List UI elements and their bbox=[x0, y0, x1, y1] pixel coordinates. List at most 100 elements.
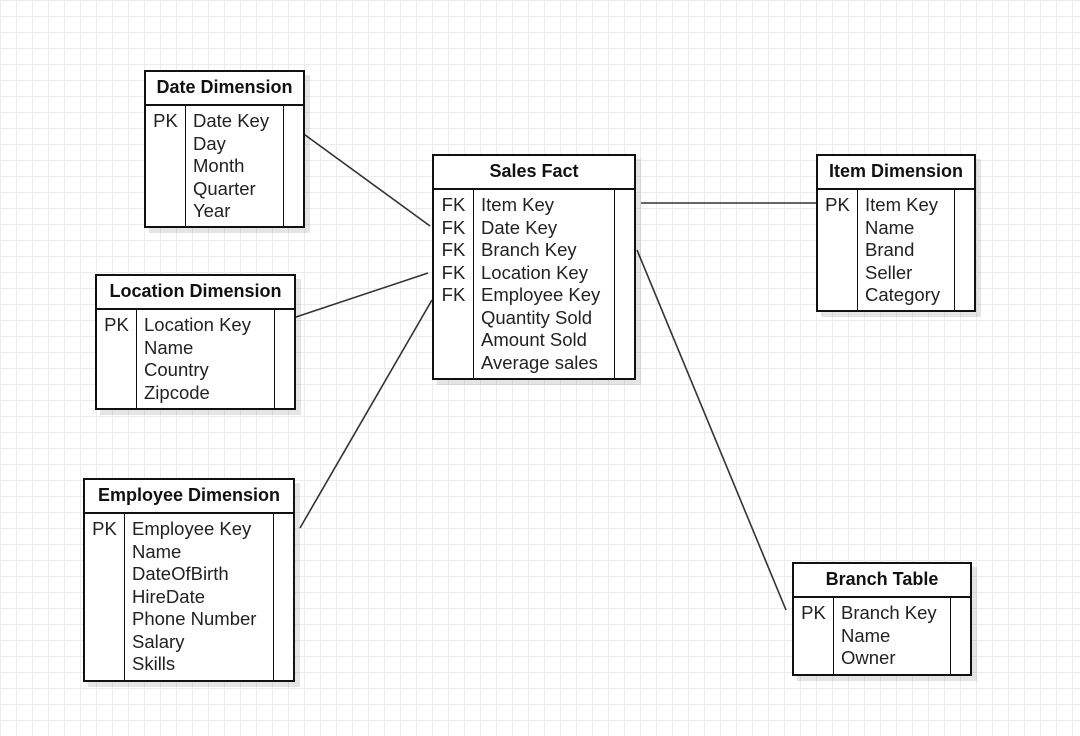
sales-fact-body: FK FK FK FK FK Item Key Date Key Branch … bbox=[434, 190, 634, 380]
key-label bbox=[146, 178, 185, 201]
location-dimension-table[interactable]: Location Dimension PK Location Key Name … bbox=[95, 274, 296, 410]
key-label: FK bbox=[441, 216, 466, 238]
key-label bbox=[794, 625, 833, 648]
key-column: PK bbox=[794, 598, 834, 676]
field-year[interactable]: Year bbox=[193, 200, 231, 221]
sales-to-branch-connector[interactable] bbox=[636, 249, 787, 611]
field-column: Location Key Name Country Zipcode bbox=[137, 310, 274, 410]
field-name[interactable]: Name bbox=[132, 540, 182, 562]
field-column: Date Key Day Month Quarter Year bbox=[186, 106, 283, 228]
field-column: Item Key Date Key Branch Key Location Ke… bbox=[474, 190, 614, 380]
key-label bbox=[434, 329, 473, 352]
key-label bbox=[146, 155, 185, 178]
field-seller[interactable]: Seller bbox=[865, 261, 913, 283]
key-label: FK bbox=[441, 194, 466, 215]
key-label: FK bbox=[441, 261, 466, 283]
field-brand[interactable]: Brand bbox=[865, 239, 915, 260]
employee-to-sales-connector[interactable] bbox=[299, 299, 433, 529]
key-column: FK FK FK FK FK bbox=[434, 190, 474, 380]
date-to-sales-connector[interactable] bbox=[300, 131, 431, 227]
key-column: PK bbox=[97, 310, 137, 410]
date-dimension-title: Date Dimension bbox=[146, 72, 303, 106]
branch-table[interactable]: Branch Table PK Branch Key Name Owner bbox=[792, 562, 972, 676]
field-name[interactable]: Name bbox=[841, 624, 891, 646]
sales-fact-table[interactable]: Sales Fact FK FK FK FK FK Item Key Date … bbox=[432, 154, 636, 380]
field-date-key[interactable]: Date Key bbox=[193, 110, 270, 131]
key-label bbox=[85, 631, 124, 654]
field-location-key[interactable]: Location Key bbox=[144, 314, 251, 335]
date-dimension-body: PK Date Key Day Month Quarter Year bbox=[146, 106, 303, 228]
date-dimension-table[interactable]: Date Dimension PK Date Key Day Month Qua… bbox=[144, 70, 305, 228]
key-label: PK bbox=[104, 314, 129, 335]
key-label bbox=[146, 200, 185, 223]
key-label: PK bbox=[92, 518, 117, 539]
key-label bbox=[97, 359, 136, 382]
key-label bbox=[818, 284, 857, 307]
key-label bbox=[85, 608, 124, 631]
field-name[interactable]: Name bbox=[865, 216, 915, 238]
field-hire-date[interactable]: HireDate bbox=[132, 585, 205, 607]
key-label: PK bbox=[825, 194, 850, 215]
end-column bbox=[954, 190, 974, 312]
location-to-sales-connector[interactable] bbox=[286, 272, 429, 321]
field-column: Item Key Name Brand Seller Category bbox=[858, 190, 954, 312]
location-dimension-title: Location Dimension bbox=[97, 276, 294, 310]
field-month[interactable]: Month bbox=[193, 155, 245, 176]
field-item-key[interactable]: Item Key bbox=[481, 194, 554, 215]
key-label: PK bbox=[801, 602, 826, 623]
branch-table-body: PK Branch Key Name Owner bbox=[794, 598, 970, 676]
field-date-key[interactable]: Date Key bbox=[481, 216, 558, 238]
key-label bbox=[146, 133, 185, 156]
field-branch-key[interactable]: Branch Key bbox=[481, 239, 577, 260]
key-label bbox=[85, 563, 124, 586]
employee-dimension-title: Employee Dimension bbox=[85, 480, 293, 514]
field-salary[interactable]: Salary bbox=[132, 630, 185, 652]
field-owner[interactable]: Owner bbox=[841, 647, 896, 668]
employee-dimension-body: PK Employee Key Name DateOfBirth HireDat… bbox=[85, 514, 293, 682]
end-column bbox=[283, 106, 303, 228]
field-average-sales[interactable]: Average sales bbox=[481, 351, 598, 373]
key-label bbox=[818, 262, 857, 285]
location-dimension-body: PK Location Key Name Country Zipcode bbox=[97, 310, 294, 410]
field-category[interactable]: Category bbox=[865, 284, 941, 305]
key-label bbox=[818, 239, 857, 262]
item-dimension-body: PK Item Key Name Brand Seller Category bbox=[818, 190, 974, 312]
key-label bbox=[434, 352, 473, 375]
item-dimension-table[interactable]: Item Dimension PK Item Key Name Brand Se… bbox=[816, 154, 976, 312]
field-phone-number[interactable]: Phone Number bbox=[132, 608, 257, 629]
end-column bbox=[273, 514, 293, 682]
field-quantity-sold[interactable]: Quantity Sold bbox=[481, 306, 593, 328]
field-zipcode[interactable]: Zipcode bbox=[144, 381, 210, 403]
field-country[interactable]: Country bbox=[144, 359, 209, 380]
key-label bbox=[97, 382, 136, 405]
field-quarter[interactable]: Quarter bbox=[193, 177, 256, 199]
field-location-key[interactable]: Location Key bbox=[481, 261, 588, 283]
field-branch-key[interactable]: Branch Key bbox=[841, 602, 937, 623]
field-column: Employee Key Name DateOfBirth HireDate P… bbox=[125, 514, 273, 682]
key-label bbox=[818, 217, 857, 240]
field-skills[interactable]: Skills bbox=[132, 653, 176, 674]
key-label: FK bbox=[441, 284, 466, 305]
key-label bbox=[794, 647, 833, 670]
field-employee-key[interactable]: Employee Key bbox=[132, 518, 252, 539]
end-column bbox=[614, 190, 634, 380]
field-date-of-birth[interactable]: DateOfBirth bbox=[132, 563, 229, 584]
key-label: FK bbox=[441, 239, 466, 260]
key-label bbox=[85, 653, 124, 676]
field-item-key[interactable]: Item Key bbox=[865, 194, 938, 215]
sales-fact-title: Sales Fact bbox=[434, 156, 634, 190]
field-day[interactable]: Day bbox=[193, 132, 226, 154]
key-label: PK bbox=[153, 110, 178, 131]
employee-dimension-table[interactable]: Employee Dimension PK Employee Key Name … bbox=[83, 478, 295, 682]
key-column: PK bbox=[818, 190, 858, 312]
key-label bbox=[434, 307, 473, 330]
field-amount-sold[interactable]: Amount Sold bbox=[481, 329, 587, 350]
field-employee-key[interactable]: Employee Key bbox=[481, 284, 601, 305]
key-label bbox=[85, 586, 124, 609]
key-label bbox=[85, 541, 124, 564]
key-column: PK bbox=[146, 106, 186, 228]
field-column: Branch Key Name Owner bbox=[834, 598, 950, 676]
field-name[interactable]: Name bbox=[144, 336, 194, 358]
branch-table-title: Branch Table bbox=[794, 564, 970, 598]
